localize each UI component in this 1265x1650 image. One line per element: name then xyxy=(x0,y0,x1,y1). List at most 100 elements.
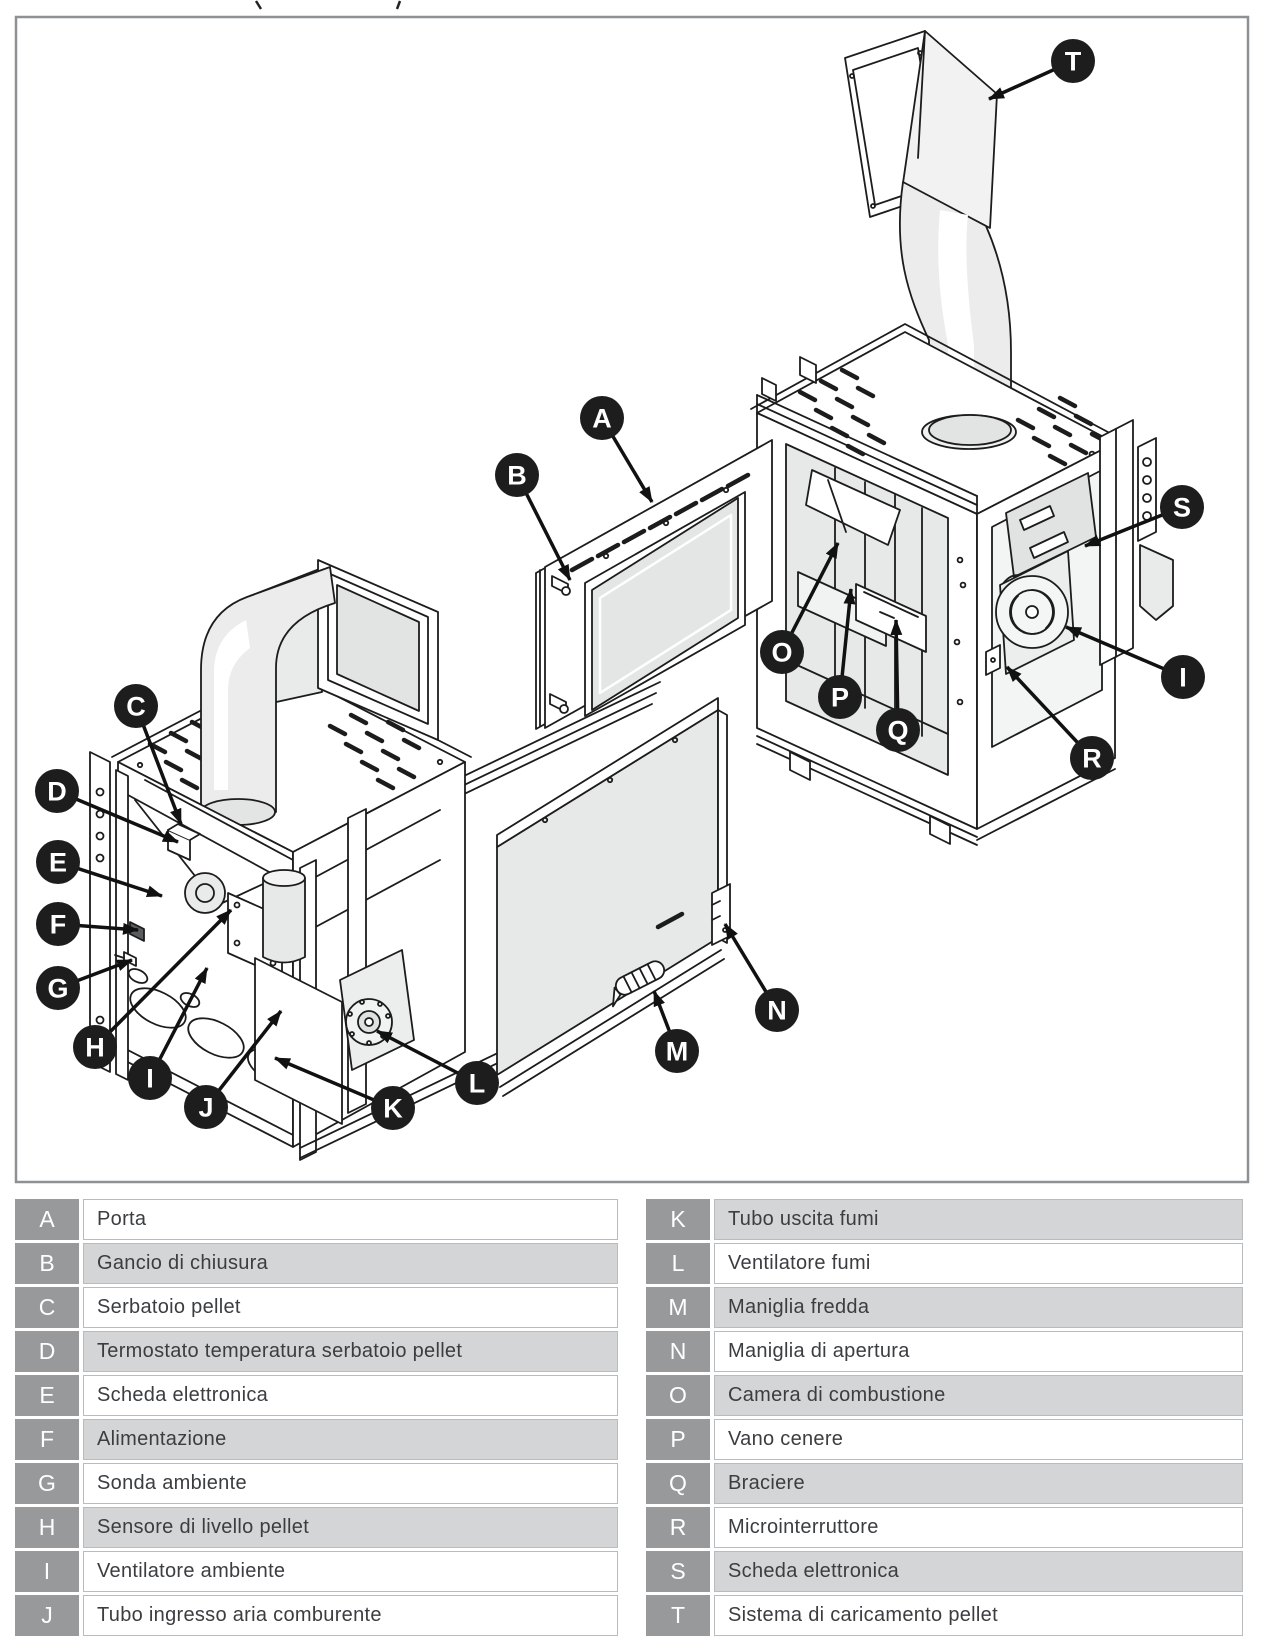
callout-N: N xyxy=(755,988,799,1032)
legend-label: Camera di combustione xyxy=(714,1375,1243,1416)
callout-K: K xyxy=(371,1086,415,1130)
smoke-outlet-tube xyxy=(262,869,306,964)
legend-key: C xyxy=(15,1287,79,1328)
svg-text:I: I xyxy=(146,1063,154,1093)
legend-key: A xyxy=(15,1199,79,1240)
legend-label: Ventilatore ambiente xyxy=(83,1551,618,1592)
legend-label: Maniglia fredda xyxy=(714,1287,1243,1328)
legend-label: Serbatoio pellet xyxy=(83,1287,618,1328)
callout-I-left: I xyxy=(128,1056,172,1100)
svg-text:C: C xyxy=(126,691,146,721)
legend-key: E xyxy=(15,1375,79,1416)
left-chimney-elbow xyxy=(200,559,439,826)
legend-label: Gancio di chiusura xyxy=(83,1243,618,1284)
door-vent-slots xyxy=(569,472,751,573)
legend-key: B xyxy=(15,1243,79,1284)
microswitch xyxy=(985,644,1001,676)
legend-label: Maniglia di apertura xyxy=(714,1331,1243,1372)
svg-text:B: B xyxy=(507,460,527,490)
room-fan xyxy=(995,575,1069,649)
callout-L: L xyxy=(455,1061,499,1105)
air-inlet-box xyxy=(254,957,343,1125)
legend-label: Tubo ingresso aria comburente xyxy=(83,1595,618,1636)
door-hinge-top xyxy=(551,575,571,596)
legend-label: Ventilatore fumi xyxy=(714,1243,1243,1284)
svg-text:G: G xyxy=(47,973,68,1003)
legend-key: D xyxy=(15,1331,79,1372)
callout-B: B xyxy=(495,453,539,497)
legend-key: L xyxy=(646,1243,710,1284)
svg-text:F: F xyxy=(50,909,67,939)
door xyxy=(535,439,773,730)
callout-E: E xyxy=(36,840,80,884)
callout-R: R xyxy=(1070,736,1114,780)
svg-text:A: A xyxy=(592,403,612,433)
legend-label: Sensore di livello pellet xyxy=(83,1507,618,1548)
callout-J: J xyxy=(184,1085,228,1129)
callout-H: H xyxy=(73,1025,117,1069)
callout-Q: Q xyxy=(876,708,920,752)
svg-text:O: O xyxy=(771,637,792,667)
legend-label: Termostato temperatura serbatoio pellet xyxy=(83,1331,618,1372)
legend-label: Vano cenere xyxy=(714,1419,1243,1460)
callout-I-right: I xyxy=(1161,655,1205,699)
legend-key: O xyxy=(646,1375,710,1416)
right-side-compartment xyxy=(976,419,1174,841)
callout-T: T xyxy=(1051,39,1095,83)
svg-text:H: H xyxy=(85,1032,105,1062)
legend-key: R xyxy=(646,1507,710,1548)
legend-key: P xyxy=(646,1419,710,1460)
svg-text:N: N xyxy=(767,995,787,1025)
legend-key: G xyxy=(15,1463,79,1504)
legend-key: Q xyxy=(646,1463,710,1504)
door-hinge-bottom xyxy=(549,693,569,714)
callout-D: D xyxy=(35,769,79,813)
door-glass xyxy=(591,497,739,711)
legend-key: F xyxy=(15,1419,79,1460)
callout-M: M xyxy=(655,1029,699,1073)
brazier xyxy=(855,583,927,653)
svg-text:I: I xyxy=(1179,662,1187,692)
legend-key: T xyxy=(646,1595,710,1636)
svg-text:D: D xyxy=(47,776,67,806)
svg-text:K: K xyxy=(383,1093,403,1123)
svg-text:T: T xyxy=(1065,46,1082,76)
svg-text:E: E xyxy=(49,847,67,877)
left-stove-right-side xyxy=(254,761,526,1161)
top-vent-slots-left xyxy=(147,701,422,791)
legend-label: Microinterruttore xyxy=(714,1507,1243,1548)
smoke-fan xyxy=(345,998,393,1046)
legend-label: Alimentazione xyxy=(83,1419,618,1460)
legend-label: Sistema di caricamento pellet xyxy=(714,1595,1243,1636)
svg-text:R: R xyxy=(1082,743,1102,773)
svg-text:P: P xyxy=(831,682,849,712)
legend-label: Scheda elettronica xyxy=(714,1551,1243,1592)
callout-C: C xyxy=(114,684,158,728)
svg-text:L: L xyxy=(469,1068,486,1098)
cold-handle xyxy=(612,960,666,1008)
callout-F: F xyxy=(36,902,80,946)
legend-key: S xyxy=(646,1551,710,1592)
svg-text:S: S xyxy=(1173,492,1191,522)
callout-O: O xyxy=(760,630,804,674)
right-stove-top xyxy=(750,323,1122,515)
legend-label: Braciere xyxy=(714,1463,1243,1504)
